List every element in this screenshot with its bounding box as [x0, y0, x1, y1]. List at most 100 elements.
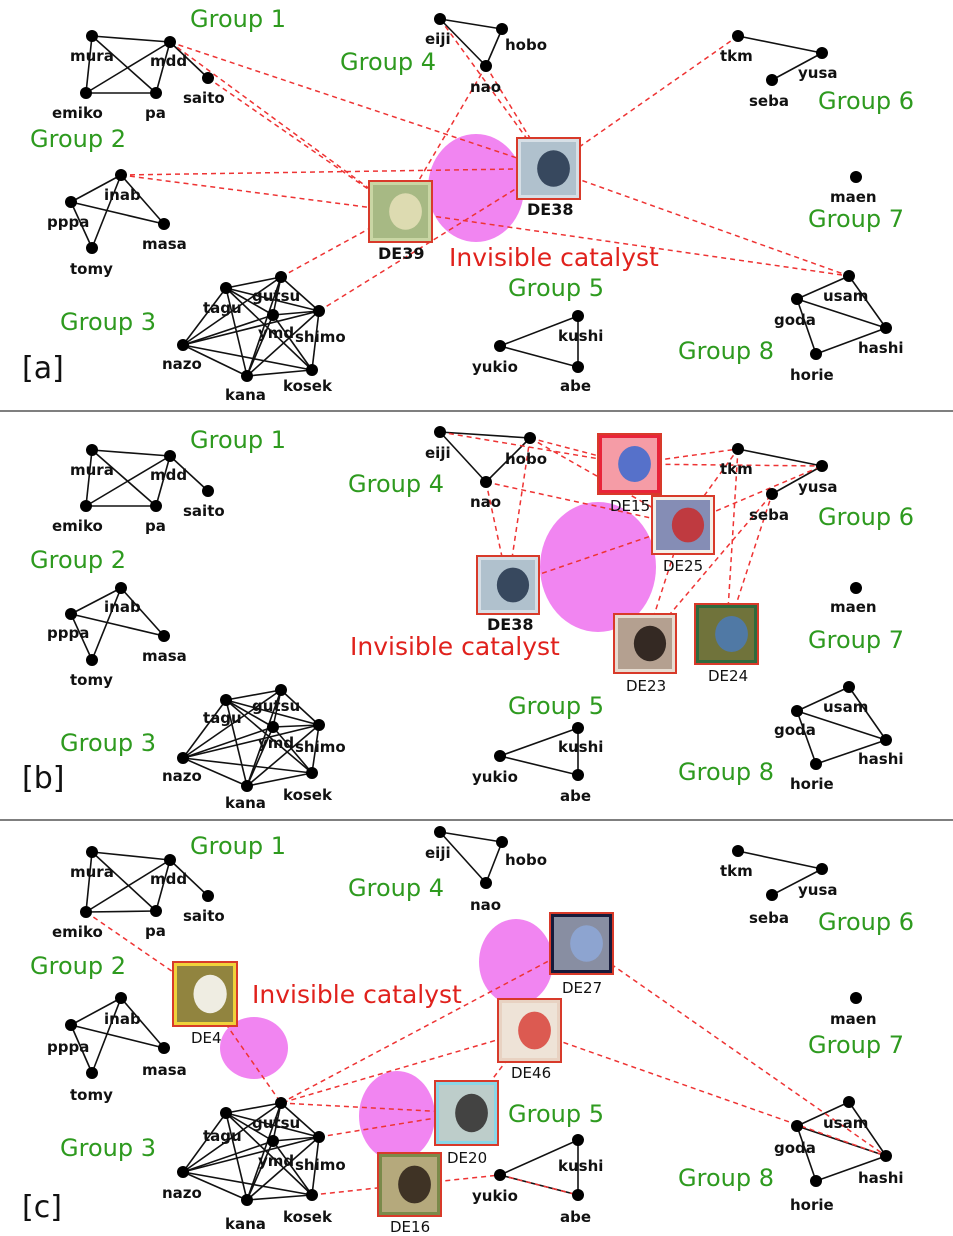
node-horie[interactable]: [810, 758, 822, 770]
item-thumbnail-DE20[interactable]: DE20: [434, 1080, 499, 1167]
node-gutsu[interactable]: [275, 1097, 287, 1109]
node-yusa[interactable]: [816, 47, 828, 59]
item-thumbnail-DE46[interactable]: DE46: [497, 998, 562, 1082]
node-hashi[interactable]: [880, 1150, 892, 1162]
item-thumbnail-DE25[interactable]: DE25: [651, 495, 715, 575]
node-yukio[interactable]: [494, 750, 506, 762]
node-maen[interactable]: [850, 171, 862, 183]
node-goda[interactable]: [791, 1120, 803, 1132]
node-nazo[interactable]: [177, 752, 189, 764]
node-yukio[interactable]: [494, 1169, 506, 1181]
node-maen[interactable]: [850, 992, 862, 1004]
node-nazo[interactable]: [177, 339, 189, 351]
node-mura[interactable]: [86, 444, 98, 456]
node-usam[interactable]: [843, 681, 855, 693]
node-maen[interactable]: [850, 582, 862, 594]
node-nao[interactable]: [480, 877, 492, 889]
item-thumbnail-DE16[interactable]: DE16: [377, 1152, 442, 1236]
node-emiko[interactable]: [80, 500, 92, 512]
node-ymd[interactable]: [267, 309, 279, 321]
node-tagu[interactable]: [220, 282, 232, 294]
node-seba[interactable]: [766, 889, 778, 901]
node-abe[interactable]: [572, 1189, 584, 1201]
node-shimo[interactable]: [313, 1131, 325, 1143]
item-thumbnail-DE23[interactable]: DE23: [613, 613, 677, 695]
item-thumbnail-DE24[interactable]: DE24: [694, 603, 759, 685]
node-yusa[interactable]: [816, 863, 828, 875]
node-shimo[interactable]: [313, 719, 325, 731]
node-kushi[interactable]: [572, 1134, 584, 1146]
item-thumbnail-DE4[interactable]: DE4: [172, 961, 238, 1047]
node-tkm[interactable]: [732, 443, 744, 455]
node-nazo[interactable]: [177, 1166, 189, 1178]
node-hashi[interactable]: [880, 734, 892, 746]
node-ymd[interactable]: [267, 1135, 279, 1147]
node-eiji[interactable]: [434, 826, 446, 838]
node-pppa[interactable]: [65, 1019, 77, 1031]
node-nao[interactable]: [480, 476, 492, 488]
node-gutsu[interactable]: [275, 684, 287, 696]
node-seba[interactable]: [766, 488, 778, 500]
node-emiko[interactable]: [80, 87, 92, 99]
node-kosek[interactable]: [306, 1189, 318, 1201]
node-kushi[interactable]: [572, 310, 584, 322]
node-usam[interactable]: [843, 1096, 855, 1108]
node-saito[interactable]: [202, 485, 214, 497]
node-kana[interactable]: [241, 780, 253, 792]
node-gutsu[interactable]: [275, 271, 287, 283]
node-inab[interactable]: [115, 169, 127, 181]
node-tomy[interactable]: [86, 654, 98, 666]
node-kosek[interactable]: [306, 364, 318, 376]
node-masa[interactable]: [158, 630, 170, 642]
node-horie[interactable]: [810, 348, 822, 360]
node-hashi[interactable]: [880, 322, 892, 334]
node-tomy[interactable]: [86, 1067, 98, 1079]
node-seba[interactable]: [766, 74, 778, 86]
node-mura[interactable]: [86, 846, 98, 858]
node-mdd[interactable]: [164, 36, 176, 48]
node-tagu[interactable]: [220, 694, 232, 706]
node-inab[interactable]: [115, 992, 127, 1004]
node-masa[interactable]: [158, 1042, 170, 1054]
node-kushi[interactable]: [572, 722, 584, 734]
node-hobo[interactable]: [496, 836, 508, 848]
node-nao[interactable]: [480, 60, 492, 72]
item-thumbnail-DE27[interactable]: DE27: [549, 912, 614, 997]
node-eiji[interactable]: [434, 426, 446, 438]
node-yusa[interactable]: [816, 460, 828, 472]
node-masa[interactable]: [158, 218, 170, 230]
node-pa[interactable]: [150, 905, 162, 917]
node-hobo[interactable]: [524, 432, 536, 444]
node-abe[interactable]: [572, 361, 584, 373]
node-ymd[interactable]: [267, 721, 279, 733]
node-tkm[interactable]: [732, 845, 744, 857]
node-eiji[interactable]: [434, 13, 446, 25]
node-tkm[interactable]: [732, 30, 744, 42]
node-shimo[interactable]: [313, 305, 325, 317]
node-mdd[interactable]: [164, 854, 176, 866]
node-tagu[interactable]: [220, 1107, 232, 1119]
item-thumbnail-DE38[interactable]: DE38: [476, 555, 540, 634]
node-pppa[interactable]: [65, 196, 77, 208]
node-kana[interactable]: [241, 1194, 253, 1206]
node-pa[interactable]: [150, 87, 162, 99]
node-pa[interactable]: [150, 500, 162, 512]
node-tomy[interactable]: [86, 242, 98, 254]
node-emiko[interactable]: [80, 906, 92, 918]
node-kosek[interactable]: [306, 767, 318, 779]
node-yukio[interactable]: [494, 340, 506, 352]
node-usam[interactable]: [843, 270, 855, 282]
node-goda[interactable]: [791, 705, 803, 717]
node-saito[interactable]: [202, 890, 214, 902]
item-thumbnail-DE38[interactable]: DE38: [516, 137, 581, 219]
node-goda[interactable]: [791, 293, 803, 305]
item-thumbnail-DE39[interactable]: DE39: [368, 180, 433, 263]
node-abe[interactable]: [572, 769, 584, 781]
node-horie[interactable]: [810, 1175, 822, 1187]
node-kana[interactable]: [241, 370, 253, 382]
node-inab[interactable]: [115, 582, 127, 594]
node-saito[interactable]: [202, 72, 214, 84]
node-pppa[interactable]: [65, 608, 77, 620]
node-mura[interactable]: [86, 30, 98, 42]
item-thumbnail-DE15[interactable]: DE15: [597, 433, 662, 515]
